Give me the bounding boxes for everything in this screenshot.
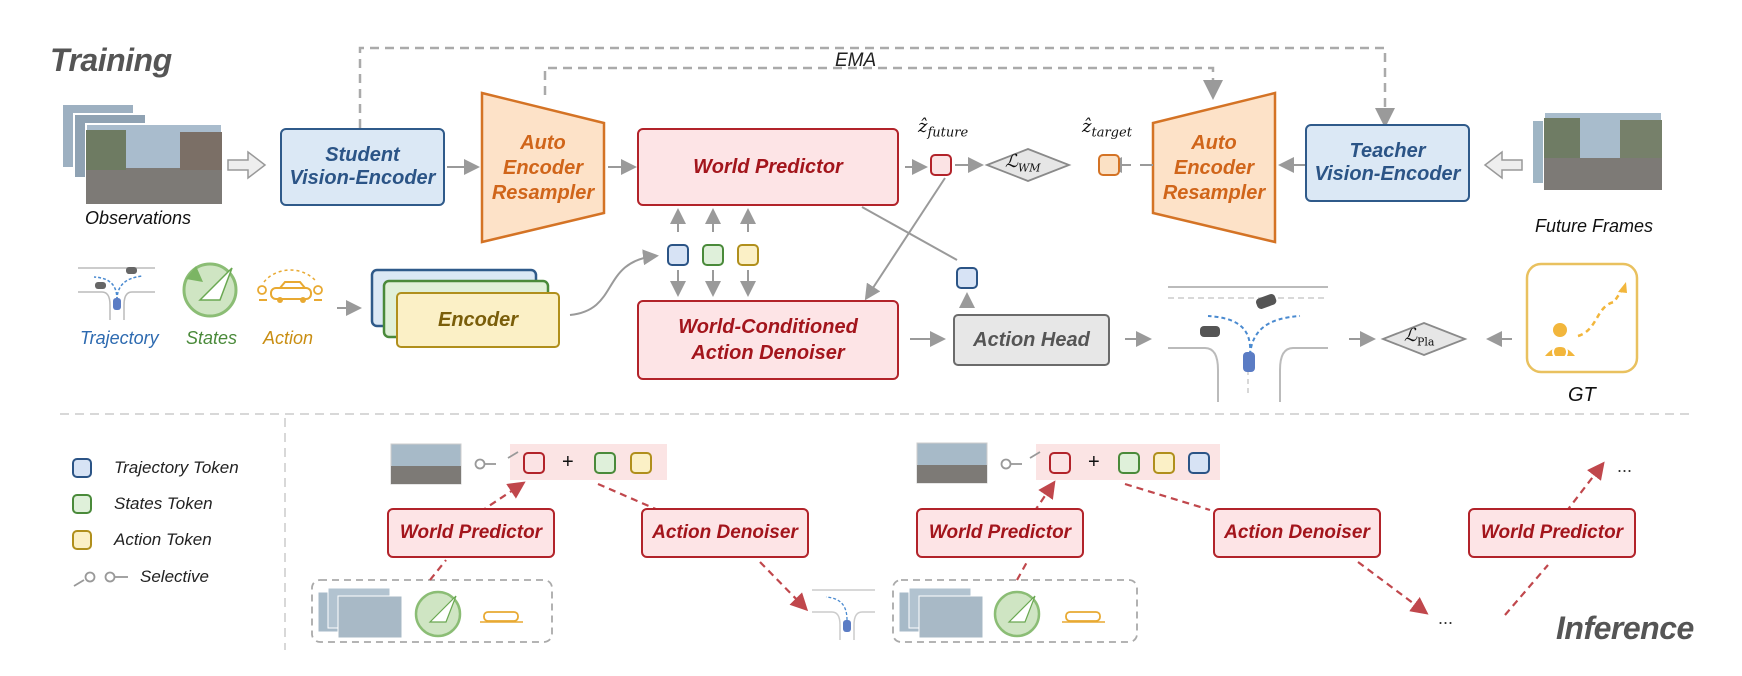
z-target-label: ẑtarget bbox=[1082, 116, 1132, 141]
inference-inputs-group-1 bbox=[311, 579, 553, 643]
world-predictor: World Predictor bbox=[637, 128, 899, 206]
inference-title: Inference bbox=[1556, 610, 1694, 646]
inf-world-predictor-2: World Predictor bbox=[916, 508, 1084, 558]
inf-world-token-1 bbox=[523, 452, 545, 474]
legend-trajectory-swatch bbox=[72, 458, 92, 478]
hollow-arrow-left bbox=[227, 150, 267, 180]
gt-icon-box bbox=[1525, 262, 1639, 374]
inference-inputs-group-2 bbox=[892, 579, 1138, 643]
legend-action-swatch bbox=[72, 530, 92, 550]
training-title: Training bbox=[50, 42, 172, 78]
trajectory-label: Trajectory bbox=[80, 328, 159, 348]
z-future-token bbox=[930, 154, 952, 176]
inf-ellipsis-top: ... bbox=[1617, 456, 1633, 476]
trajectory-token bbox=[667, 244, 689, 266]
driver-icon bbox=[1545, 282, 1627, 360]
resampler-right-line1: Auto bbox=[1191, 131, 1237, 154]
resampler-right-line2: Encoder bbox=[1173, 156, 1255, 179]
inf-action-token-1 bbox=[630, 452, 652, 474]
student-vision-encoder: Student Vision-Encoder bbox=[280, 128, 445, 206]
encoder-box: Encoder bbox=[396, 292, 560, 348]
legend-trajectory-label: Trajectory Token bbox=[114, 458, 239, 477]
denoiser-line1: World-Conditioned bbox=[678, 316, 858, 338]
inference-frame-1 bbox=[390, 443, 462, 485]
trajectory-icon bbox=[78, 267, 155, 320]
legend-states-swatch bbox=[72, 494, 92, 514]
inf-world-predictor-3: World Predictor bbox=[1468, 508, 1636, 558]
legend-states-label: States Token bbox=[114, 494, 213, 513]
inference-frame-2 bbox=[916, 442, 988, 484]
student-line2: Vision-Encoder bbox=[289, 167, 436, 189]
resampler-right: Auto Encoder Resampler bbox=[1153, 118, 1275, 218]
inf-states-token-1 bbox=[594, 452, 616, 474]
inf-world-predictor-1: World Predictor bbox=[387, 508, 555, 558]
resampler-left-line3: Resampler bbox=[491, 181, 595, 204]
loss-wm-label: ℒWM bbox=[1005, 151, 1041, 175]
action-icon bbox=[257, 269, 323, 303]
inf-world-token-2 bbox=[1049, 452, 1071, 474]
z-future-label: ẑfuture bbox=[918, 116, 969, 141]
hollow-arrow-right bbox=[1483, 150, 1523, 180]
teacher-line2: Vision-Encoder bbox=[1314, 163, 1461, 185]
resampler-right-shape bbox=[1151, 91, 1277, 244]
inf-ellipsis-bottom: ... bbox=[1438, 608, 1454, 628]
planning-map bbox=[1168, 286, 1328, 402]
inference-group1-content bbox=[317, 587, 523, 639]
selective-switch-1 bbox=[474, 451, 519, 470]
legend-action-label: Action Token bbox=[114, 530, 212, 549]
legend-selective-label: Selective bbox=[140, 567, 209, 586]
gt-label: GT bbox=[1568, 384, 1596, 406]
loss-pla-diamond bbox=[1380, 322, 1468, 356]
legend-selective-icon bbox=[73, 571, 128, 587]
world-conditioned-action-denoiser: World-Conditioned Action Denoiser bbox=[637, 300, 899, 380]
teacher-line1: Teacher bbox=[1349, 140, 1426, 162]
inf-action-token-2 bbox=[1153, 452, 1175, 474]
inf-states-token-2 bbox=[1118, 452, 1140, 474]
observations-image bbox=[61, 103, 223, 205]
observations-label: Observations bbox=[85, 208, 192, 228]
resampler-right-line3: Resampler bbox=[1162, 181, 1266, 204]
inf-action-denoiser-1: Action Denoiser bbox=[641, 508, 809, 558]
inf-plus-1: + bbox=[562, 451, 574, 473]
inf-action-denoiser-2: Action Denoiser bbox=[1213, 508, 1381, 558]
states-icon bbox=[182, 262, 238, 318]
action-label: Action bbox=[263, 328, 314, 348]
inference-map bbox=[812, 589, 875, 640]
selective-switch-2 bbox=[1000, 451, 1041, 470]
resampler-left-line2: Encoder bbox=[502, 156, 584, 179]
resampler-left-line1: Auto bbox=[520, 131, 566, 154]
future-frames-label: Future Frames bbox=[1535, 216, 1654, 236]
loss-wm-diamond bbox=[984, 148, 1072, 182]
states-token bbox=[702, 244, 724, 266]
student-line1: Student bbox=[325, 144, 400, 166]
ema-line-inner bbox=[543, 66, 1223, 100]
resampler-left-shape bbox=[480, 91, 606, 244]
ema-line-outer bbox=[358, 46, 1395, 128]
states-label: States bbox=[186, 328, 238, 348]
action-head-token bbox=[956, 267, 978, 289]
inference-group2-content bbox=[898, 587, 1105, 639]
loss-pla-label: ℒPla bbox=[1404, 325, 1435, 349]
z-target-token bbox=[1098, 154, 1120, 176]
denoiser-line2: Action Denoiser bbox=[691, 342, 845, 364]
teacher-vision-encoder: Teacher Vision-Encoder bbox=[1305, 124, 1470, 202]
action-token bbox=[737, 244, 759, 266]
inf-trajectory-token-2 bbox=[1188, 452, 1210, 474]
action-head: Action Head bbox=[953, 314, 1110, 366]
inf-plus-2: + bbox=[1088, 451, 1100, 473]
resampler-left: Auto Encoder Resampler bbox=[482, 118, 604, 218]
future-frames-image bbox=[1531, 111, 1663, 191]
ema-label: EMA bbox=[835, 50, 877, 71]
